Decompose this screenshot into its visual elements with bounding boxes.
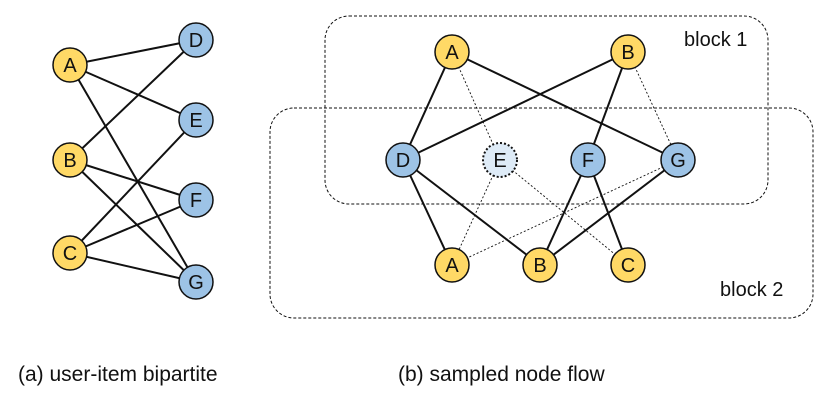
edge-c-g — [69, 252, 197, 283]
flow-bottom-node-c-label: C — [621, 255, 635, 277]
flow-top-node-b: B — [610, 34, 646, 70]
edge-b-d — [69, 39, 197, 161]
flow-middle-node-g: G — [660, 142, 696, 178]
item-node-d-circle — [178, 22, 214, 58]
flow-middle-node-f: F — [570, 142, 606, 178]
item-node-e-label: E — [189, 110, 202, 132]
item-node-g-circle — [178, 264, 214, 300]
item-node-f-label: F — [190, 190, 202, 212]
item-node-e: E — [178, 102, 214, 138]
edge-c-e — [69, 119, 197, 254]
flow-top-node-a: A — [434, 34, 470, 70]
bipartite-edges — [69, 39, 197, 283]
block-2-boundary — [269, 107, 814, 319]
flow-middle-node-d-circle — [385, 142, 421, 178]
flow-bottom-node-a-label: A — [445, 255, 459, 277]
item-node-f: F — [178, 182, 214, 218]
edge-a-d — [69, 39, 197, 66]
block-1-boundary — [324, 15, 769, 205]
flow-bottom-node-b-circle — [522, 247, 558, 283]
item-node-f-circle — [178, 182, 214, 218]
user-node-c: C — [52, 235, 88, 271]
flow-bottom-node-c-circle — [610, 247, 646, 283]
flow-nodes: A B D E F G A B C — [385, 34, 696, 283]
user-node-b: B — [52, 142, 88, 178]
user-node-a: A — [52, 47, 88, 83]
edge-a-g — [69, 64, 197, 283]
edge-bottom-f-b — [539, 159, 589, 266]
item-node-d: D — [178, 22, 214, 58]
edge-b-g — [69, 159, 197, 283]
flow-top-node-b-label: B — [621, 42, 634, 64]
flow-edges — [402, 51, 679, 266]
caption-user-item-bipartite: (a) user-item bipartite — [18, 363, 218, 386]
flow-bottom-node-c: C — [610, 247, 646, 283]
item-node-d-label: D — [189, 30, 203, 52]
flow-middle-node-g-label: G — [670, 150, 686, 172]
dotted-edge-bottom-e-c — [499, 159, 629, 266]
edge-top-b-f — [587, 51, 629, 161]
edge-bottom-d-b — [402, 159, 541, 266]
flow-middle-node-f-circle — [570, 142, 606, 178]
flow-top-node-a-label: A — [445, 42, 459, 64]
caption-sampled-node-flow: (b) sampled node flow — [398, 363, 605, 386]
flow-top-node-b-circle — [610, 34, 646, 70]
edge-bottom-g-b — [539, 159, 679, 266]
edge-a-e — [69, 64, 197, 121]
edge-top-a-g — [451, 51, 679, 161]
flow-middle-node-d: D — [385, 142, 421, 178]
block-1-label: block 1 — [684, 29, 747, 51]
edge-c-f — [69, 199, 197, 254]
flow-bottom-node-b: B — [522, 247, 558, 283]
user-node-a-circle — [52, 47, 88, 83]
edge-bottom-d-a — [402, 159, 453, 266]
edge-b-f — [69, 159, 197, 201]
dotted-edge-bottom-e-a — [451, 159, 501, 266]
block-2-label: block 2 — [720, 279, 783, 301]
user-node-b-label: B — [63, 150, 76, 172]
flow-bottom-node-a: A — [434, 247, 470, 283]
flow-middle-node-f-label: F — [582, 150, 594, 172]
flow-middle-node-e-circle — [482, 142, 518, 178]
user-item-bipartite-graph: A B C D E F G — [52, 22, 214, 300]
user-node-c-label: C — [63, 243, 77, 265]
flow-top-node-a-circle — [434, 34, 470, 70]
flow-middle-node-e: E — [482, 142, 518, 178]
user-node-a-label: A — [63, 55, 77, 77]
item-node-g: G — [178, 264, 214, 300]
sampled-node-flow: block 1 block 2 A B D E F G A B C — [269, 15, 814, 319]
edge-top-b-d — [402, 51, 629, 161]
flow-middle-node-e-label: E — [493, 150, 506, 172]
item-node-e-circle — [178, 102, 214, 138]
user-node-b-circle — [52, 142, 88, 178]
edge-top-a-d — [402, 51, 453, 161]
flow-bottom-node-a-circle — [434, 247, 470, 283]
user-node-c-circle — [52, 235, 88, 271]
bipartite-nodes: A B C D E F G — [52, 22, 214, 300]
flow-bottom-node-b-label: B — [533, 255, 546, 277]
item-node-g-label: G — [188, 272, 204, 294]
dotted-edge-top-b-g — [627, 51, 679, 161]
flow-middle-node-d-label: D — [396, 150, 410, 172]
flow-middle-node-g-circle — [660, 142, 696, 178]
